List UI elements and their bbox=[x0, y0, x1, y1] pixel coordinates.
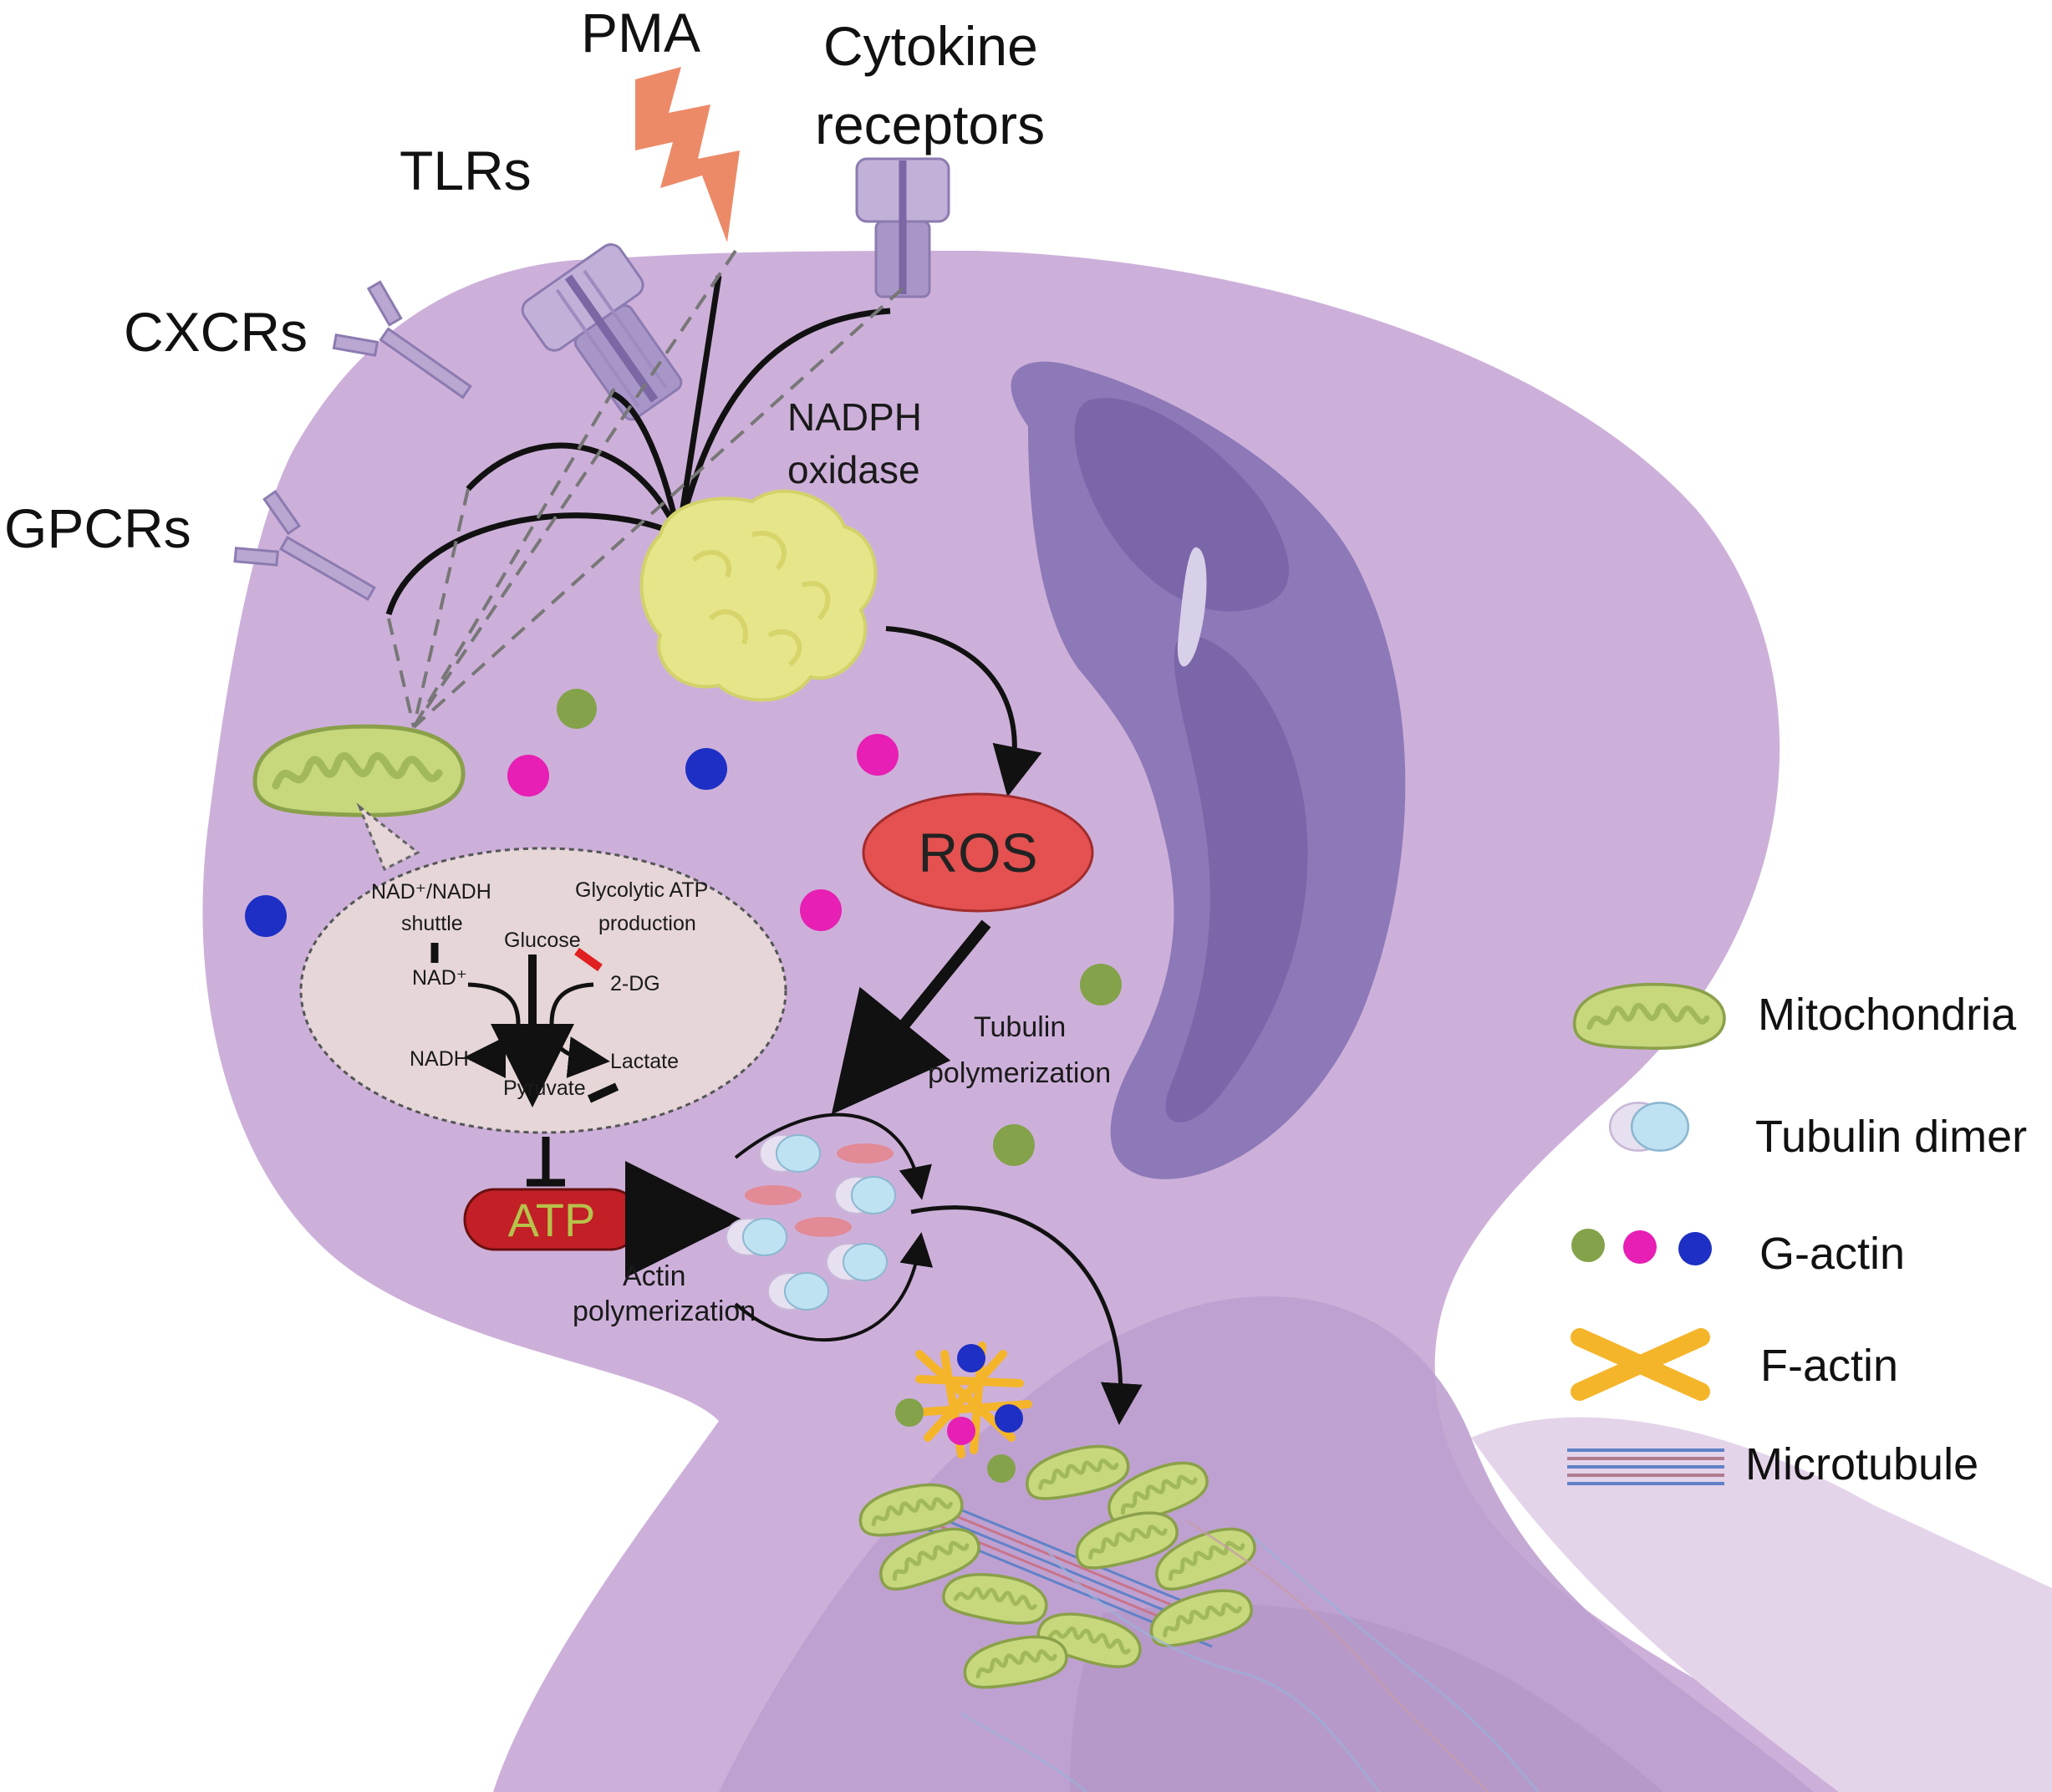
inhibit-2dg-bar bbox=[574, 947, 603, 972]
legend: Mitochondria Tubulin dimer G-actin F-act… bbox=[1567, 985, 2027, 1489]
glycolytic-line2: production bbox=[598, 912, 696, 935]
legend-f-actin-label: F-actin bbox=[1760, 1341, 1898, 1391]
nadh-label: NADH bbox=[410, 1047, 469, 1071]
cytokine-label-line2: receptors bbox=[815, 94, 1045, 155]
pyruvate-label: Pyruvate bbox=[503, 1077, 586, 1100]
axon-microtubule-strands bbox=[960, 1520, 1540, 1792]
ros-label: ROS bbox=[918, 822, 1037, 883]
legend-g-actin-label: G-actin bbox=[1759, 1229, 1905, 1279]
nadph-oxidase-icon bbox=[639, 489, 878, 702]
atp-label: ATP bbox=[508, 1194, 596, 1246]
legend-mitochondria-label: Mitochondria bbox=[1758, 990, 2017, 1040]
tlr-receptor-icon bbox=[521, 243, 683, 421]
ros-to-tubulin-arrow bbox=[831, 919, 991, 1115]
legend-g-actin-blue-icon bbox=[1678, 1232, 1712, 1265]
tlrs-label: TLRs bbox=[400, 140, 532, 201]
legend-f-actin-icon bbox=[1571, 1328, 1710, 1401]
glycolytic-line1: Glycolytic ATP bbox=[575, 878, 708, 902]
legend-g-actin-magenta-icon bbox=[1623, 1230, 1657, 1264]
nad-shuttle-line2: shuttle bbox=[401, 912, 463, 935]
g-actin-particles bbox=[245, 689, 1122, 1166]
lactate-label: Lactate bbox=[610, 1050, 679, 1073]
dg-label: 2-DG bbox=[610, 972, 660, 995]
legend-tubulin-dimer-icon bbox=[1608, 1102, 1690, 1152]
pma-label: PMA bbox=[581, 2, 700, 64]
mitochondrion-icon bbox=[255, 726, 463, 815]
legend-mitochondria-icon bbox=[1575, 985, 1724, 1048]
cytokine-receptor-icon bbox=[855, 157, 950, 298]
signaling-dashed-lines bbox=[387, 249, 904, 729]
cxcrs-label: CXCRs bbox=[124, 301, 308, 363]
actin-poly-line2: polymerization bbox=[573, 1296, 756, 1327]
nad-plus-label: NAD⁺ bbox=[412, 966, 467, 990]
legend-microtubule-label: Microtubule bbox=[1745, 1439, 1978, 1489]
nadph-label-line2: oxidase bbox=[787, 448, 920, 491]
glucose-label: Glucose bbox=[504, 929, 581, 952]
tubulin-poly-line2: polymerization bbox=[928, 1057, 1111, 1089]
ros-node: ROS bbox=[862, 792, 1094, 913]
metabolism-bubble: NAD⁺/NADH shuttle Glycolytic ATP product… bbox=[299, 802, 787, 1134]
legend-tubulin-dimer-label: Tubulin dimer bbox=[1755, 1112, 2027, 1162]
nadph-to-ros-arrow bbox=[885, 626, 1042, 797]
legend-microtubule-icon bbox=[1567, 1448, 1724, 1485]
cell-body bbox=[202, 251, 2052, 1792]
tubulin-poly-line1: Tubulin bbox=[974, 1011, 1066, 1043]
nad-shuttle-line1: NAD⁺/NADH bbox=[371, 880, 491, 904]
legend-g-actin-green-icon bbox=[1571, 1229, 1605, 1262]
atp-node: ATP bbox=[463, 1188, 642, 1251]
gpcrs-label: GPCRs bbox=[4, 497, 191, 559]
polymerization-pool bbox=[726, 1112, 1143, 1425]
nucleus bbox=[1011, 361, 1406, 1179]
cytokine-label-line1: Cytokine bbox=[823, 15, 1038, 77]
growth-cone-actin bbox=[895, 1344, 1023, 1483]
pma-bolt-icon bbox=[635, 67, 740, 242]
nadph-label-line1: NADPH bbox=[787, 395, 922, 439]
actin-poly-line1: Actin bbox=[623, 1260, 686, 1292]
